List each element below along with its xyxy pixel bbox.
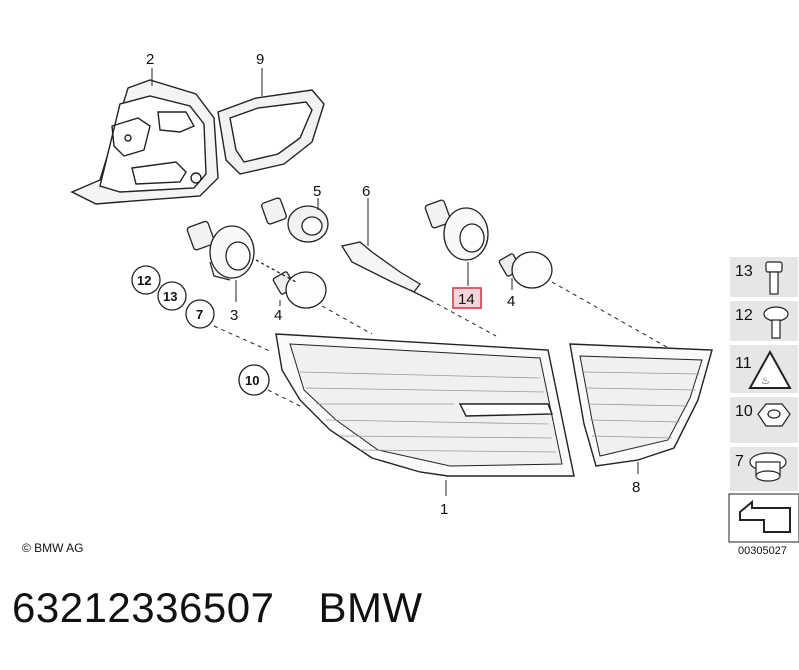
legend-item-12: 12 [735,307,753,324]
brand-name: BMW [318,584,423,631]
diagram-reference-number: 00305027 [738,545,787,557]
screw-icon [763,306,789,339]
part-3-bulb-socket [186,220,255,281]
copyright-text: © BMW AG [22,541,84,555]
svg-text:♨: ♨ [761,376,770,387]
callout-14-highlight [452,287,482,309]
legend-item-11: 11 [735,355,752,372]
legend-item-10: 10 [735,403,753,420]
circled-callouts: 12 13 7 10 [131,265,270,396]
part-1-tail-lamp [275,333,575,477]
callout-14: 14 [458,291,475,308]
part-4-bulb-left [255,259,327,309]
leader-lines [213,281,673,407]
callout-7-circled: 7 [196,307,203,322]
part-9-gasket [217,89,325,175]
callout-12-circled: 12 [137,273,151,288]
part-number: 63212336507 [12,584,275,631]
grommet-icon [749,452,787,482]
callout-9: 9 [256,51,264,68]
callout-8: 8 [632,479,640,496]
callout-5: 5 [313,183,321,200]
hardware-legend: 13 12 11 ♨ 10 7 [728,255,799,543]
callout-4-right: 4 [507,293,515,310]
part-5-bulb-holder [261,197,329,243]
callout-4-left: 4 [274,307,282,324]
bolt-hex-icon [765,261,783,295]
legend-item-7: 7 [735,453,744,470]
part-2-housing-seal [70,79,219,205]
arrow-icon [739,499,791,533]
part-14-socket [424,199,489,261]
part-6-wedge-bulb [340,241,431,301]
callout-10-circled: 10 [245,373,259,388]
warning-sign-icon: ♨ [748,349,792,389]
legend-item-13: 13 [735,263,753,280]
callout-2: 2 [146,51,154,68]
part-8-inner-tail-lamp [569,343,713,467]
part-footer: 63212336507 BMW [12,584,423,632]
callout-6: 6 [362,183,370,200]
callout-1: 1 [440,501,448,518]
callout-3: 3 [230,307,238,324]
hex-nut-icon [757,403,791,427]
part-4-bulb-right [498,251,553,289]
callout-13-circled: 13 [163,289,177,304]
